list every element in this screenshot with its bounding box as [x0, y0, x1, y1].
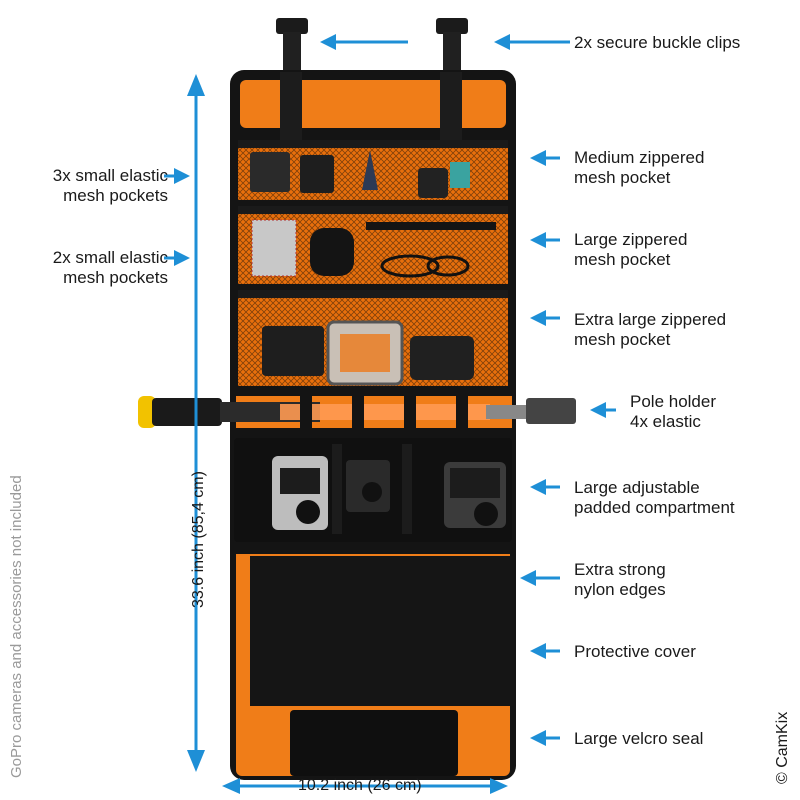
label-line: Protective cover — [574, 642, 696, 661]
label-line: 2x small elastic — [52, 248, 168, 267]
label-line: Large zippered — [574, 230, 688, 249]
label-medium-zippered-pocket: Medium zippered mesh pocket — [574, 148, 704, 188]
label-nylon-edges: Extra strong nylon edges — [574, 560, 666, 600]
buckle-clip-left — [276, 18, 308, 78]
label-line: 3x small elastic — [52, 166, 168, 185]
width-arrow-right — [490, 778, 508, 794]
mesh-pocket-row-2 — [238, 206, 508, 284]
mesh-pocket-row-1 — [238, 140, 508, 200]
label-line: mesh pocket — [574, 168, 671, 187]
label-line: Extra strong — [574, 560, 666, 579]
label-velcro-seal: Large velcro seal — [574, 729, 703, 749]
buckle-clip-right — [436, 18, 468, 78]
label-three-mesh-pockets: 3x small elastic mesh pockets — [53, 166, 168, 206]
padded-compartment — [234, 438, 512, 542]
mesh-pocket-row-3 — [238, 290, 508, 386]
label-line: Large adjustable — [574, 478, 700, 497]
label-line: Extra large zippered — [574, 310, 727, 329]
label-large-zippered-pocket: Large zippered mesh pocket — [574, 230, 687, 270]
pole-holder — [138, 390, 576, 434]
label-line: 2x secure buckle clips — [574, 33, 741, 52]
width-dimension-label: 10.2 inch (26 cm) — [298, 777, 422, 794]
label-protective-cover: Protective cover — [574, 642, 696, 662]
height-arrow-top — [187, 74, 205, 96]
side-note: GoPro cameras and accessories not includ… — [8, 475, 25, 778]
label-padded-compartment: Large adjustable padded compartment — [574, 478, 735, 518]
width-arrow-left — [222, 778, 240, 794]
label-line: mesh pocket — [574, 330, 671, 349]
callout-arrows — [164, 34, 616, 746]
protective-cover — [236, 546, 514, 776]
label-two-mesh-pockets: 2x small elastic mesh pockets — [53, 248, 168, 288]
copyright: © CamKix — [774, 711, 791, 784]
label-pole-holder: Pole holder 4x elastic — [630, 392, 716, 432]
label-line: 4x elastic — [630, 412, 701, 431]
label-line: mesh pockets — [63, 268, 168, 287]
height-dimension-label: 33.6 inch (85,4 cm) — [190, 471, 207, 608]
label-line: mesh pockets — [63, 186, 168, 205]
label-line: Large velcro seal — [574, 729, 704, 748]
label-line: nylon edges — [574, 580, 666, 599]
label-line: Medium zippered — [574, 148, 705, 167]
label-line: Pole holder — [630, 392, 717, 411]
height-arrow-bottom — [187, 750, 205, 772]
top-flap — [240, 80, 506, 128]
label-extra-large-zippered-pocket: Extra large zippered mesh pocket — [574, 310, 726, 350]
label-buckle-clips: 2x secure buckle clips — [574, 33, 740, 53]
label-line: mesh pocket — [574, 250, 671, 269]
label-line: padded compartment — [574, 498, 735, 517]
